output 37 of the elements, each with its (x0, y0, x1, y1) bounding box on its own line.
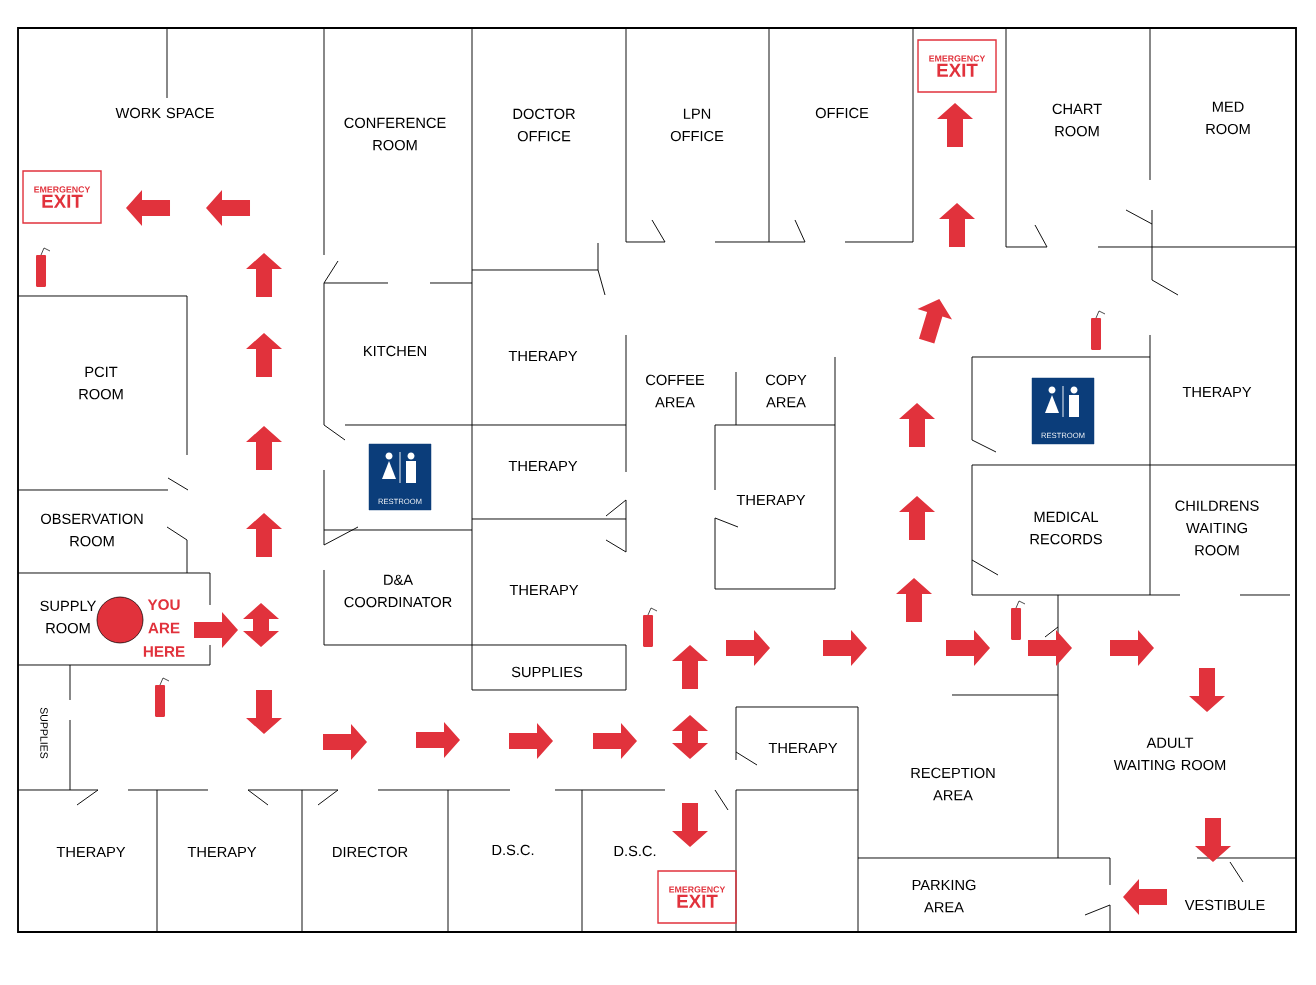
room-label: PARKING AREA (912, 879, 976, 913)
room-label: VESTIBULE (1184, 899, 1265, 911)
room-label: CHART ROOM (1052, 103, 1102, 137)
room-label: THERAPY (187, 846, 257, 858)
room-label: ADULT WAITING ROOM (1113, 737, 1226, 771)
room-label: RECEPTION AREA (911, 767, 995, 801)
room-label: THERAPY (1182, 386, 1252, 398)
exit-sign: EMERGENCY EXIT (917, 39, 997, 93)
exit-sign: EMERGENCY EXIT (22, 170, 102, 224)
room-label: THERAPY (508, 460, 578, 472)
room-label: PCIT ROOM (79, 366, 123, 400)
room-label: COFFEE AREA (646, 374, 705, 408)
room-label: DOCTOR OFFICE (513, 108, 575, 142)
room-label: CONFERENCE ROOM (344, 117, 446, 151)
room-label: SUPPLIES (40, 707, 48, 759)
room-label: D.S.C. (614, 845, 656, 857)
room-label: CHILDRENS WAITING ROOM (1175, 500, 1259, 556)
room-label: DIRECTOR (333, 846, 408, 858)
room-label: LPN OFFICE (670, 108, 724, 142)
room-label: KITCHEN (364, 345, 426, 357)
room-label: SUPPLIES (511, 666, 583, 678)
exit-sign: EMERGENCY EXIT (657, 870, 737, 924)
room-label: THERAPY (736, 494, 806, 506)
room-label: D&A COORDINATOR (344, 574, 452, 608)
room-label: THERAPY (509, 584, 579, 596)
you-are-here-label: YOU ARE HERE (143, 599, 185, 657)
room-label: D.S.C. (492, 844, 534, 856)
room-label: MEDICAL RECORDS (1030, 511, 1102, 545)
room-label: WORK SPACE (115, 107, 214, 119)
room-label: SUPPLY ROOM (40, 600, 97, 634)
room-label: OBSERVATION ROOM (41, 513, 143, 547)
room-label: THERAPY (768, 742, 838, 754)
room-label: THERAPY (56, 846, 126, 858)
room-label: THERAPY (508, 350, 578, 362)
room-label: OFFICE (815, 107, 869, 119)
room-label: COPY AREA (766, 374, 807, 408)
room-label: MED ROOM (1206, 101, 1250, 135)
